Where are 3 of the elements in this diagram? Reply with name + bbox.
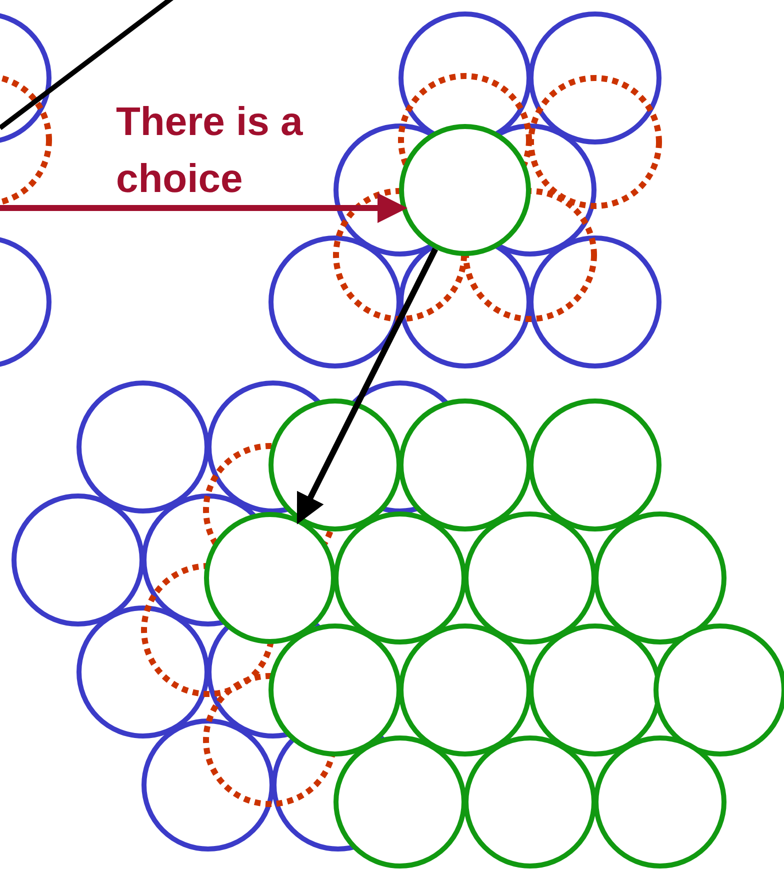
arrow: [0, 193, 408, 223]
arrow: [296, 248, 438, 524]
annotation-text: There is a choice: [116, 99, 304, 203]
